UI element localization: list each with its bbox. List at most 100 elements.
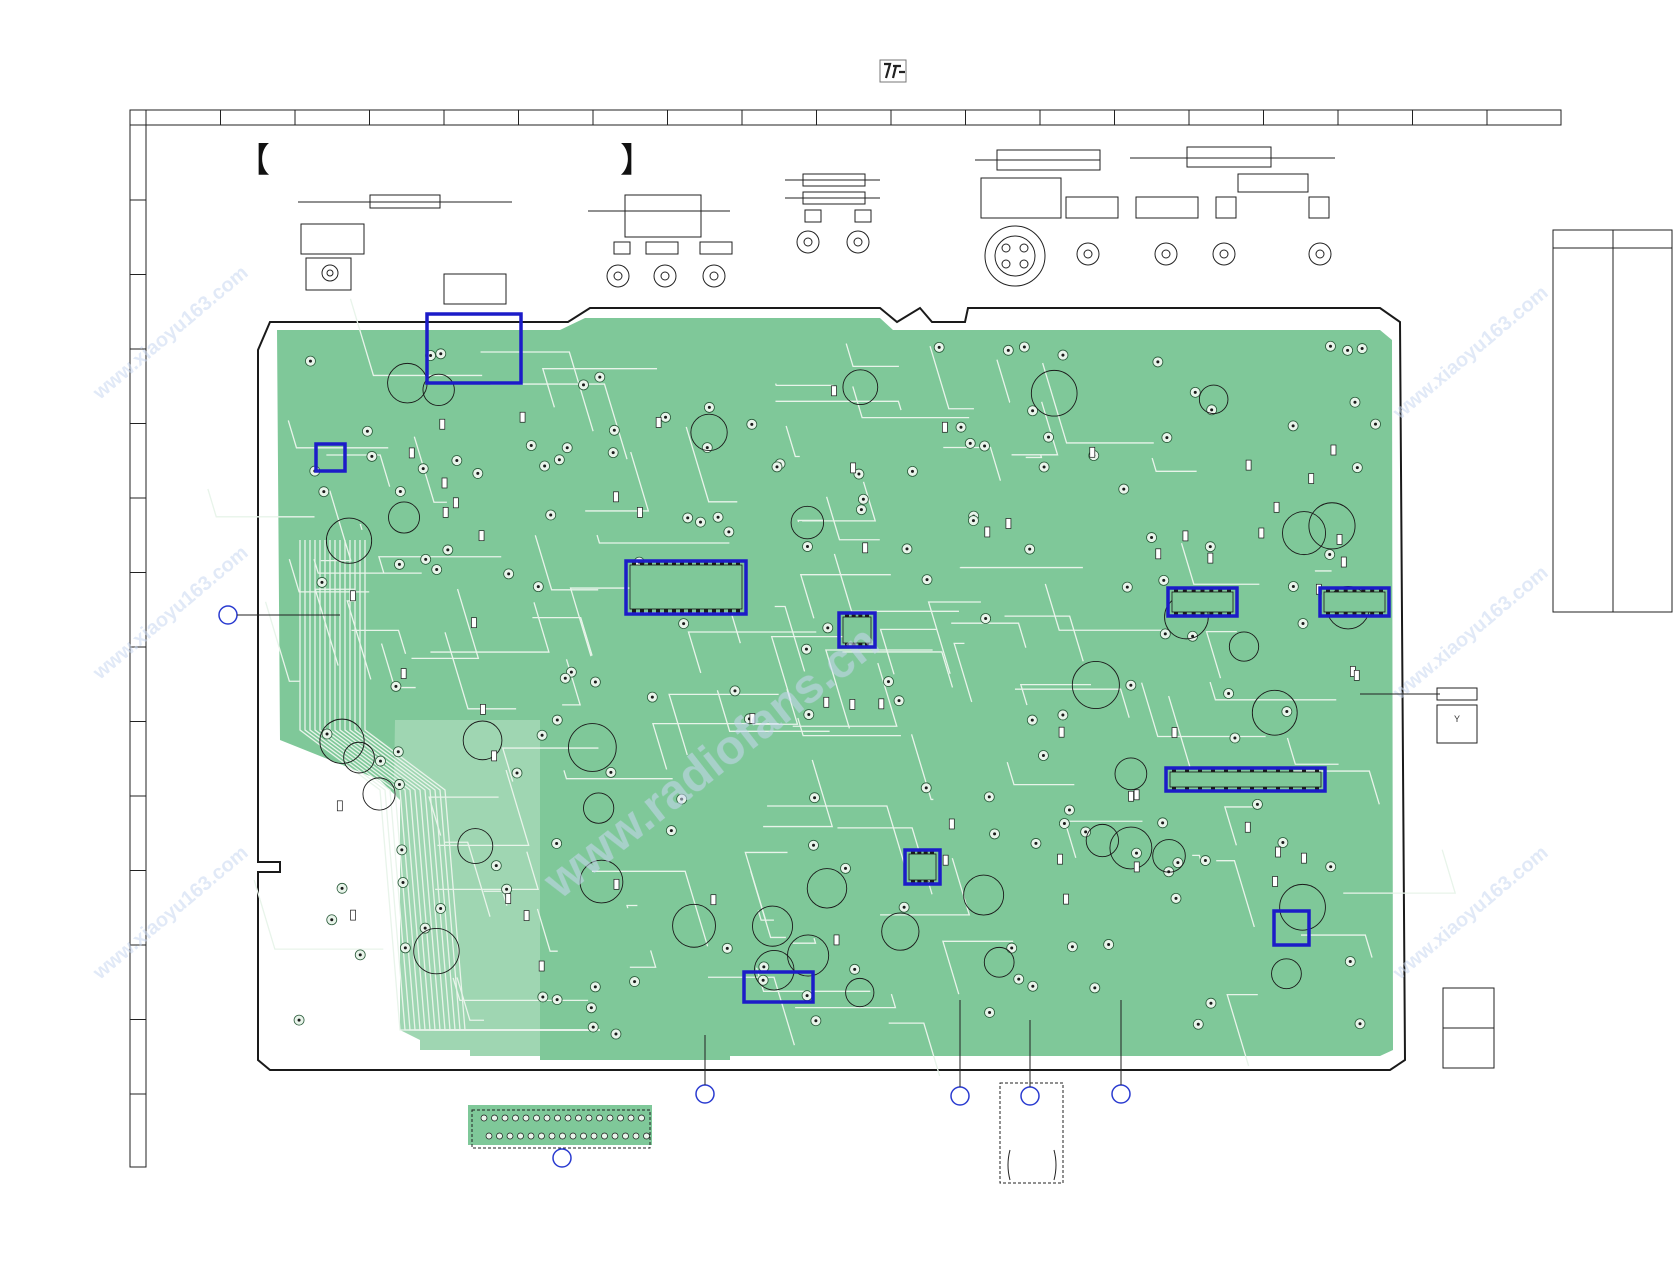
pad-hole <box>1034 841 1038 845</box>
ic-pin <box>720 609 724 614</box>
pad-hole <box>826 626 830 630</box>
pad-hole <box>698 520 702 524</box>
capacitor-outline <box>1228 631 1260 662</box>
pcb-trace <box>207 488 315 518</box>
smd-part <box>505 893 512 904</box>
pad-hole <box>1156 360 1160 364</box>
pcb-trace <box>687 631 817 674</box>
pcb-trace <box>792 938 817 944</box>
pcb-trace <box>942 940 1014 995</box>
pad-hole <box>365 429 369 433</box>
smd-part <box>1207 552 1214 564</box>
pad-hole <box>591 1025 595 1029</box>
capacitor-outline <box>806 868 848 909</box>
pad-hole <box>857 472 861 476</box>
pad-hole <box>1210 408 1214 412</box>
capacitor-outline <box>567 723 617 772</box>
pad-hole <box>1165 436 1169 440</box>
pad-hole <box>1328 344 1332 348</box>
pad-hole <box>987 795 991 799</box>
pad-hole <box>725 946 729 950</box>
capacitor-outline <box>1085 823 1120 858</box>
pad-hole <box>805 545 809 549</box>
pad-hole <box>1346 348 1350 352</box>
pcb-trace <box>1293 770 1380 805</box>
capacitor-outline <box>579 859 624 904</box>
connector-pin <box>638 1114 645 1122</box>
capacitor-outline <box>362 777 396 811</box>
pcb-trace <box>668 693 779 756</box>
pcb-trace <box>1140 682 1266 738</box>
smd-part <box>850 462 856 474</box>
dashed-module <box>999 1082 1064 1184</box>
capacitor-outline <box>1114 757 1148 791</box>
pad-hole <box>633 980 637 984</box>
pad-hole <box>397 782 401 786</box>
pad-hole <box>322 490 326 494</box>
pad-hole <box>1125 585 1129 589</box>
smd-part <box>1301 852 1307 864</box>
pad-hole <box>984 616 988 620</box>
pcb-trace <box>1216 860 1255 928</box>
pcb-trace <box>910 734 934 801</box>
pad-hole <box>682 622 686 626</box>
pad-hole <box>1010 946 1014 950</box>
ic-pin <box>672 609 676 614</box>
pad-hole <box>804 647 808 651</box>
pad-hole <box>529 444 533 448</box>
capacitor-outline <box>388 501 421 534</box>
smd-part <box>1272 876 1278 887</box>
pcb-trace <box>1014 688 1130 718</box>
capacitor-outline <box>753 949 795 991</box>
connector-pin <box>543 1114 551 1122</box>
smd-part <box>1353 670 1360 681</box>
pad-hole <box>707 405 711 409</box>
ic-pin <box>656 609 660 614</box>
pcb-trace <box>596 534 730 544</box>
pad-hole <box>543 464 547 468</box>
connector-pin <box>559 1132 566 1140</box>
pad-hole <box>664 415 668 419</box>
capacitor-outline <box>881 912 920 951</box>
smd-part <box>1336 534 1343 545</box>
connector-pin <box>517 1132 524 1140</box>
capacitor-outline <box>457 828 494 865</box>
pad-hole <box>1255 802 1259 806</box>
pad-hole <box>358 953 362 957</box>
pcb-trace <box>413 436 447 503</box>
smd-part <box>942 854 949 866</box>
pcb-trace <box>825 649 933 729</box>
pad-hole <box>1084 830 1088 834</box>
smd-part <box>478 530 485 542</box>
pad-hole <box>844 866 848 870</box>
svg-text:www.xiaoyu163.com: www.xiaoyu163.com <box>1388 562 1552 705</box>
pcb-trace <box>951 622 1027 648</box>
pcb-trace <box>536 908 558 952</box>
pad-hole <box>555 718 559 722</box>
pcb-trace <box>591 870 709 947</box>
connector-pin <box>480 1114 488 1122</box>
pad-hole <box>1191 634 1195 638</box>
connector-pin <box>585 1114 593 1122</box>
smd-part <box>1182 530 1189 542</box>
bracket-right: 】 <box>620 141 654 181</box>
pad-hole <box>540 733 544 737</box>
connector-pin <box>548 1132 556 1140</box>
capacitor-outline <box>583 792 615 824</box>
connector-pin <box>596 1114 603 1122</box>
capacitor-outline <box>845 977 875 1008</box>
pad-hole <box>983 444 987 448</box>
pad-hole <box>1093 986 1097 990</box>
connector-pin <box>554 1114 561 1122</box>
pad-hole <box>812 843 816 847</box>
pad-hole <box>1030 718 1034 722</box>
pad-hole <box>589 1006 593 1010</box>
pad-hole <box>378 759 382 763</box>
pad-hole <box>761 978 765 982</box>
smd-part <box>1089 446 1096 458</box>
capacitor-outline <box>319 718 365 764</box>
pad-hole <box>1301 621 1305 625</box>
pad-hole <box>1067 808 1071 812</box>
pad-hole <box>897 699 901 703</box>
pad-hole <box>401 881 405 885</box>
